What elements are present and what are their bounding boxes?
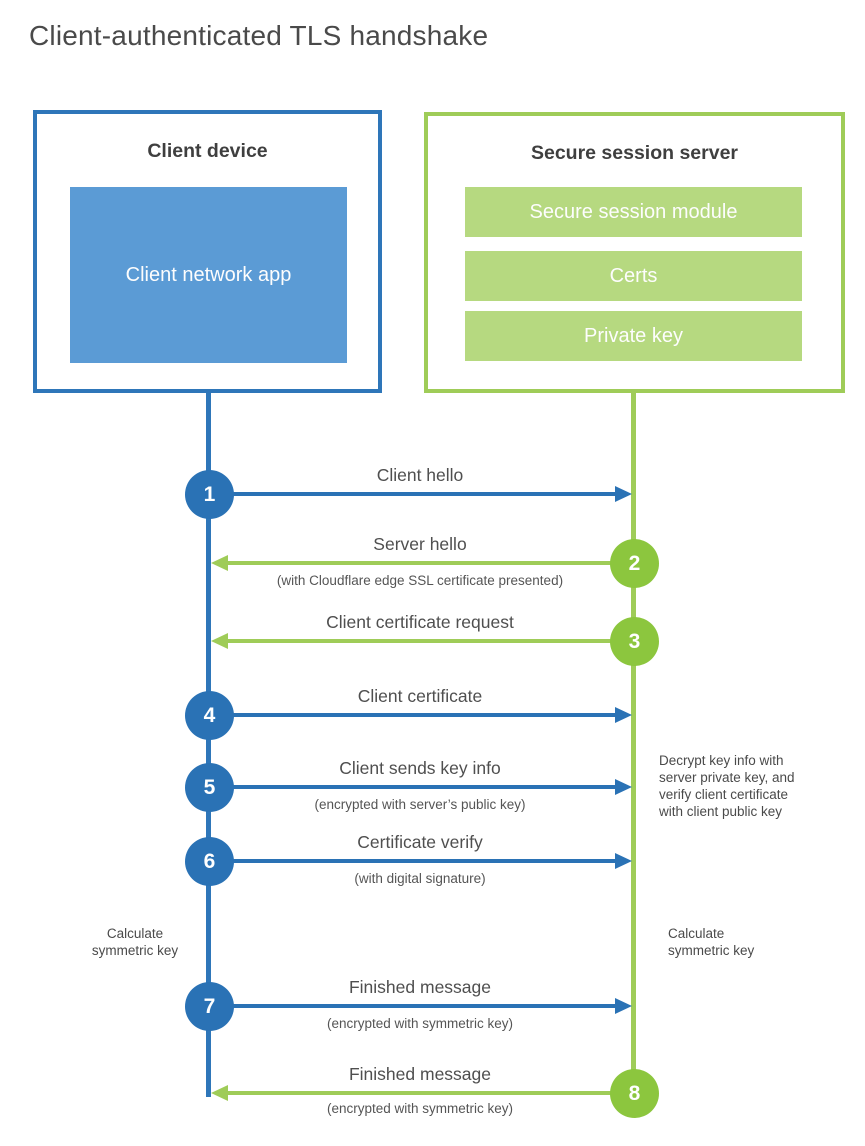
step-1-circle: 1 [185,470,234,519]
step-1-number: 1 [203,482,216,506]
arrowhead-left-icon [211,633,228,649]
step-4-number: 4 [203,703,216,727]
step-2-arrow [228,561,611,565]
step-3-arrow [228,639,611,643]
step-2-label: Server hello [373,534,467,554]
step-7-sublabel: (encrypted with symmetric key) [326,1016,514,1031]
step-5-circle: 5 [185,763,234,812]
step-2-circle: 2 [610,539,659,588]
step-5-arrow [231,785,615,789]
arrowhead-right-icon [615,853,632,869]
step-3-label: Client certificate request [326,612,514,632]
step-5-number: 5 [203,775,216,799]
server-calculate-symmetric-key-note: Calculate symmetric key [668,926,755,958]
step-6-number: 6 [203,849,216,873]
step-6-arrow [231,859,615,863]
client-network-app-label: Client network app [125,264,292,286]
decrypt-key-note: Decrypt key info with server private key… [659,753,795,819]
step-4-label: Client certificate [357,686,483,706]
step-8-sublabel: (encrypted with symmetric key) [326,1101,514,1116]
secure-session-server-title: Secure session server [530,142,739,164]
arrowhead-right-icon [615,998,632,1014]
step-7-arrow [231,1004,615,1008]
client-lifeline [206,390,211,1097]
step-8-arrow [228,1091,611,1095]
step-7-number: 7 [203,994,216,1018]
server-certs-bar: Certs [465,251,802,301]
client-device-title: Client device [147,140,268,162]
step-5-sublabel: (encrypted with server’s public key) [314,797,526,812]
step-2-sublabel: (with Cloudflare edge SSL certificate pr… [276,573,564,588]
arrowhead-left-icon [211,555,228,571]
step-8-label: Finished message [348,1064,492,1084]
step-8-number: 8 [628,1081,641,1105]
server-private-key-bar: Private key [465,311,802,361]
step-7-label: Finished message [348,977,492,997]
step-6-label: Certificate verify [357,832,483,852]
step-6-sublabel: (with digital signature) [354,871,486,886]
step-3-number: 3 [628,629,641,653]
step-1-arrow [231,492,615,496]
client-calculate-symmetric-key-note: Calculate symmetric key [91,926,179,958]
step-8-circle: 8 [610,1069,659,1118]
server-lifeline [631,390,636,1093]
arrowhead-right-icon [615,707,632,723]
client-network-app-box: Client network app [70,187,347,363]
step-4-arrow [231,713,615,717]
arrowhead-right-icon [615,779,632,795]
step-2-number: 2 [628,551,641,575]
arrowhead-left-icon [211,1085,228,1101]
step-5-label: Client sends key info [339,758,501,778]
step-6-circle: 6 [185,837,234,886]
step-3-circle: 3 [610,617,659,666]
arrowhead-right-icon [615,486,632,502]
server-secure-session-module-bar: Secure session module [465,187,802,237]
step-1-label: Client hello [376,465,464,485]
page-title: Client-authenticated TLS handshake [29,20,489,51]
step-7-circle: 7 [185,982,234,1031]
step-4-circle: 4 [185,691,234,740]
